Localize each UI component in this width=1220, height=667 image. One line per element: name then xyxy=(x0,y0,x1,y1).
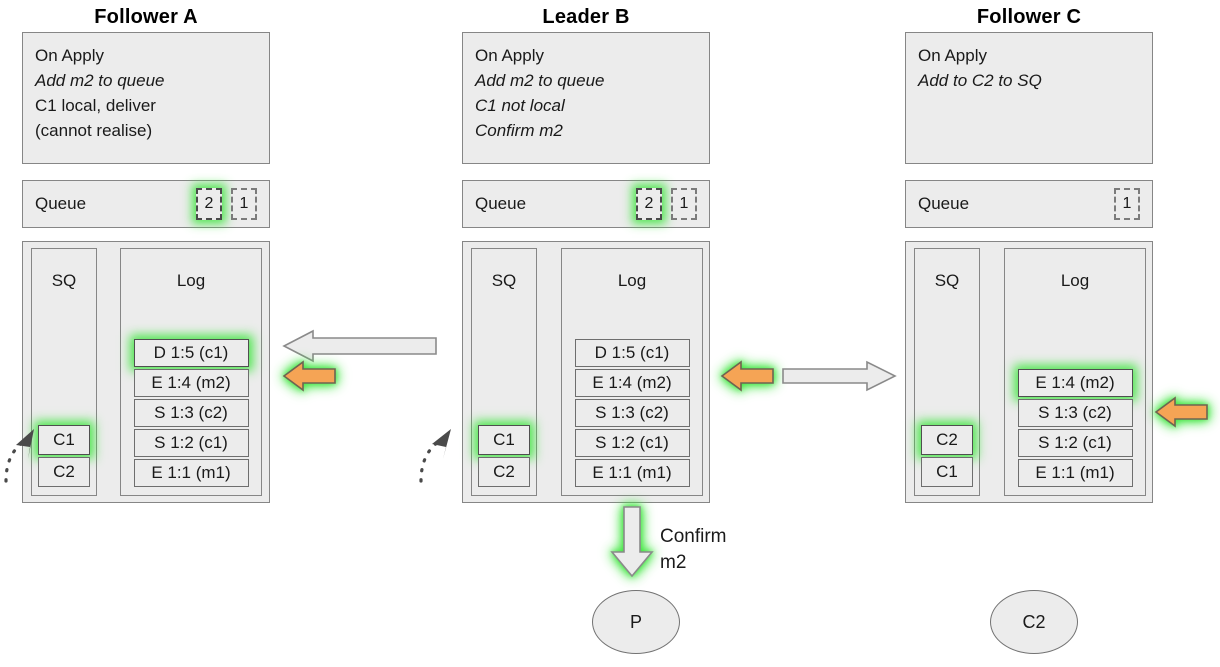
log-panel-leader-b: Log D 1:5 (c1) E 1:4 (m2) S 1:3 (c2) S 1… xyxy=(561,248,703,496)
sq-panel-follower-a: SQ C1 C2 xyxy=(31,248,97,496)
queue-slot: 1 xyxy=(1114,188,1140,220)
sq-title: SQ xyxy=(934,271,960,290)
sq-panel-leader-b: SQ C1 C2 xyxy=(471,248,537,496)
sq-items: C1 C2 xyxy=(32,425,96,487)
log-panel-follower-a: Log D 1:5 (c1) E 1:4 (m2) S 1:3 (c2) S 1… xyxy=(120,248,262,496)
log-entry: S 1:3 (c2) xyxy=(1017,399,1133,427)
sq-item: C1 xyxy=(921,457,973,487)
dotted-feeder-arrow-leader-b xyxy=(413,415,465,485)
queue-panel-follower-c: Queue 1 xyxy=(905,180,1153,228)
sq-item: C1 xyxy=(38,425,90,455)
log-entry: S 1:3 (c2) xyxy=(574,399,690,427)
sq-items: C2 C1 xyxy=(915,425,979,487)
apply-line: On Apply xyxy=(918,46,987,65)
queue-slots: 2 1 xyxy=(196,188,257,220)
confirm-label-line2: m2 xyxy=(660,552,687,573)
queue-slot: 1 xyxy=(671,188,697,220)
column-title-follower-a: Follower A xyxy=(94,6,198,28)
log-title: Log xyxy=(1060,271,1090,290)
log-title: Log xyxy=(176,271,206,290)
log-entry: D 1:5 (c1) xyxy=(133,339,249,367)
queue-slot: 1 xyxy=(231,188,257,220)
apply-line: C1 not local xyxy=(475,96,565,115)
sq-panel-follower-c: SQ C2 C1 xyxy=(914,248,980,496)
apply-line: On Apply xyxy=(35,46,104,65)
queue-panel-leader-b: Queue 2 1 xyxy=(462,180,710,228)
queue-panel-follower-a: Queue 2 1 xyxy=(22,180,270,228)
queue-label: Queue xyxy=(35,194,87,213)
log-entries: D 1:5 (c1) E 1:4 (m2) S 1:3 (c2) S 1:2 (… xyxy=(562,339,702,487)
node-c2: C2 xyxy=(990,590,1078,654)
log-entry: E 1:4 (m2) xyxy=(133,369,249,397)
log-title: Log xyxy=(617,271,647,290)
log-entry: E 1:4 (m2) xyxy=(574,369,690,397)
sq-title: SQ xyxy=(491,271,517,290)
log-entries: D 1:5 (c1) E 1:4 (m2) S 1:3 (c2) S 1:2 (… xyxy=(121,339,261,487)
log-entry: E 1:1 (m1) xyxy=(1017,459,1133,487)
log-entry: E 1:4 (m2) xyxy=(1017,369,1133,397)
apply-box-follower-a: On Apply Add m2 to queue C1 local, deliv… xyxy=(22,32,270,164)
apply-line: Add m2 to queue xyxy=(35,71,165,90)
queue-slots: 2 1 xyxy=(636,188,697,220)
apply-line: C1 local, deliver xyxy=(35,96,156,115)
sq-title: SQ xyxy=(51,271,77,290)
sq-item: C1 xyxy=(478,425,530,455)
log-panel-follower-c: Log E 1:4 (m2) S 1:3 (c2) S 1:2 (c1) E 1… xyxy=(1004,248,1146,496)
apply-line: (cannot realise) xyxy=(35,121,153,140)
queue-slots: 1 xyxy=(1114,188,1140,220)
log-entry: D 1:5 (c1) xyxy=(574,339,690,367)
log-entry: S 1:3 (c2) xyxy=(133,399,249,427)
sq-item: C2 xyxy=(38,457,90,487)
replication-arrow-b-to-a xyxy=(282,329,437,363)
confirm-label-line1: Confirm xyxy=(660,526,727,547)
apply-pointer-follower-a xyxy=(281,360,337,392)
apply-line: Add to C2 to SQ xyxy=(918,71,1042,90)
confirm-arrow-down xyxy=(608,506,656,578)
apply-box-leader-b: On Apply Add m2 to queue C1 not local Co… xyxy=(462,32,710,164)
apply-pointer-follower-c xyxy=(1153,396,1209,428)
queue-label: Queue xyxy=(918,194,970,213)
sq-item: C2 xyxy=(921,425,973,455)
queue-slot: 2 xyxy=(636,188,662,220)
log-entry: S 1:2 (c1) xyxy=(133,429,249,457)
apply-line: Add m2 to queue xyxy=(475,71,605,90)
log-entry: S 1:2 (c1) xyxy=(574,429,690,457)
apply-line: Confirm m2 xyxy=(475,121,563,140)
sq-items: C1 C2 xyxy=(472,425,536,487)
replication-arrow-b-to-c xyxy=(782,360,897,392)
log-entries: E 1:4 (m2) S 1:3 (c2) S 1:2 (c1) E 1:1 (… xyxy=(1005,369,1145,487)
log-entry: S 1:2 (c1) xyxy=(1017,429,1133,457)
queue-label: Queue xyxy=(475,194,527,213)
apply-line: On Apply xyxy=(475,46,544,65)
sq-item: C2 xyxy=(478,457,530,487)
dotted-feeder-arrow-follower-a xyxy=(0,415,45,485)
apply-pointer-leader-b xyxy=(719,360,775,392)
queue-slot: 2 xyxy=(196,188,222,220)
column-title-follower-c: Follower C xyxy=(976,6,1082,28)
column-title-leader-b: Leader B xyxy=(542,6,630,28)
node-p: P xyxy=(592,590,680,654)
log-entry: E 1:1 (m1) xyxy=(574,459,690,487)
confirm-label: Confirm m2 xyxy=(660,524,727,576)
apply-box-follower-c: On Apply Add to C2 to SQ xyxy=(905,32,1153,164)
log-entry: E 1:1 (m1) xyxy=(133,459,249,487)
